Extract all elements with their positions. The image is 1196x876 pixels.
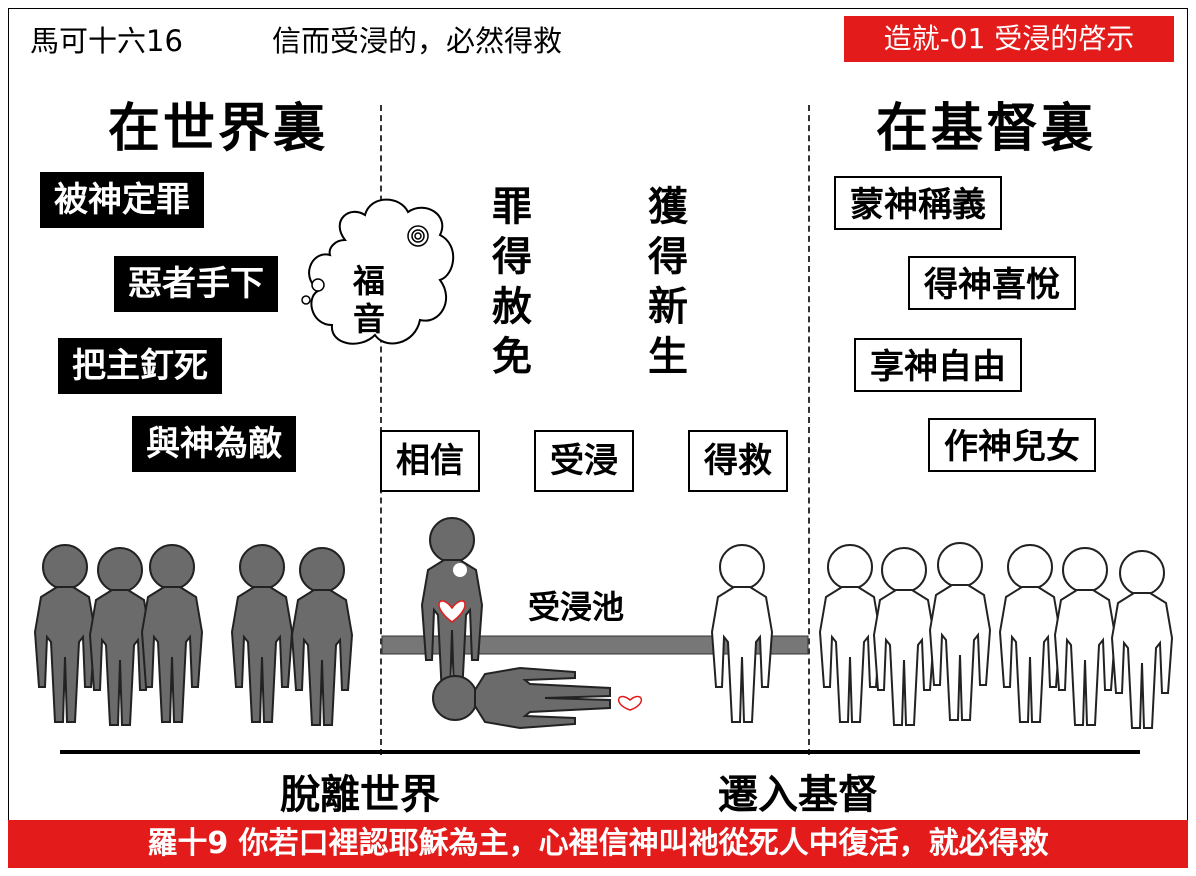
world-state-under-evil-one: 惡者手下 (114, 256, 278, 312)
step-baptized: 受浸 (534, 430, 634, 492)
world-person-2 (89, 547, 151, 726)
christ-person-2 (873, 547, 935, 726)
christ-person-6 (1111, 550, 1173, 729)
gospel-cloud (301, 198, 455, 345)
step-believe: 相信 (380, 430, 480, 492)
christ-person-4 (999, 544, 1061, 723)
christ-person-1 (819, 544, 881, 723)
scripture-reference: 馬可十六16 (30, 24, 183, 58)
world-crowd (34, 544, 353, 726)
divider-right (808, 105, 810, 755)
christ-person-5 (1054, 547, 1116, 726)
christ-person-3 (929, 542, 991, 721)
christ-state-freedom: 享神自由 (854, 338, 1022, 392)
footer-verse: 羅十9 你若口裡認耶穌為主，心裡信神叫祂從死人中復活，就必得救 (8, 820, 1188, 868)
christ-state-justified: 蒙神稱義 (834, 176, 1002, 230)
header-verse: 信而受浸的，必然得救 (272, 24, 563, 58)
baptism-pool-label: 受浸池 (528, 588, 625, 626)
enter-christ-label: 遷入基督 (718, 772, 878, 818)
christ-state-children-of-god: 作神兒女 (928, 418, 1096, 472)
world-state-crucified-lord: 把主釘死 (58, 338, 222, 394)
gospel-label: 福音 (352, 262, 400, 338)
world-person-5 (291, 547, 353, 726)
heading-in-world: 在世界裏 (108, 99, 329, 159)
lesson-tag: 造就-01 受浸的啓示 (844, 16, 1174, 62)
forgiveness-column: 罪得赦免 (492, 184, 532, 380)
world-person-1 (34, 544, 96, 723)
believer-risen (711, 544, 773, 723)
world-person-3 (141, 544, 203, 723)
baptism-pool-water (381, 635, 809, 655)
world-state-condemned: 被神定罪 (40, 172, 204, 228)
believer-standing (421, 517, 483, 696)
world-state-enemy-of-god: 與神為敵 (132, 416, 296, 472)
christ-crowd (819, 542, 1173, 729)
christ-state-pleasing-god: 得神喜悅 (908, 256, 1076, 310)
heading-in-christ: 在基督裏 (876, 99, 1097, 159)
believer-immersed (432, 667, 665, 729)
gospel-text: 福音 (352, 262, 385, 338)
leave-world-label: 脫離世界 (280, 772, 440, 818)
step-saved: 得救 (688, 430, 788, 492)
new-life-column: 獲得新生 (648, 184, 688, 380)
world-person-4 (231, 544, 293, 723)
